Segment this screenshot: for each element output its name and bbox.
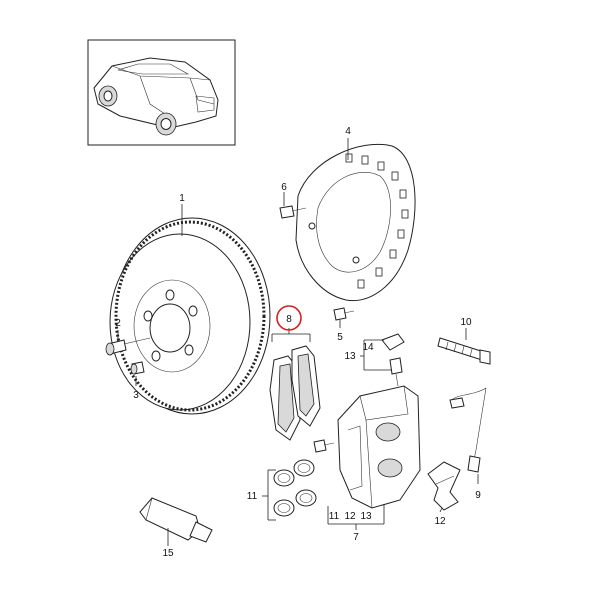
callout-8: 8	[286, 314, 292, 325]
brake-dust-shield	[295, 143, 416, 302]
shield-screw-6	[279, 205, 307, 219]
bleed-valve	[381, 333, 405, 387]
disc-vent-ring	[114, 220, 266, 412]
shield-vent-slots	[345, 153, 409, 289]
callout-5: 5	[337, 332, 343, 343]
callout-2: 2	[115, 318, 121, 329]
grease-tube	[139, 497, 213, 543]
callout-7-sub-13: 13	[360, 511, 372, 522]
highlight-circle	[276, 305, 302, 331]
disc-screw	[105, 337, 151, 356]
wear-sensor	[449, 387, 487, 473]
callout-7: 7	[353, 532, 359, 543]
shield-screw-5	[333, 307, 355, 321]
callout-9: 9	[475, 490, 481, 501]
callout-3: 3	[133, 390, 139, 401]
wheel-bolt-holes	[143, 289, 198, 362]
caliper-small-screw	[313, 439, 335, 453]
callout-6: 6	[281, 182, 287, 193]
callout-1: 1	[179, 193, 185, 204]
brake-pad-set	[269, 345, 321, 441]
callout-labels: 1 2 3 4 5 6 7 8 9 10 11 12 13 14 15 11 1…	[115, 126, 481, 559]
locating-pin	[130, 361, 145, 375]
callout-7-sub-12: 12	[344, 511, 356, 522]
vehicle-thumbnail	[87, 39, 236, 146]
brake-caliper	[337, 385, 421, 509]
suv-illustration	[93, 57, 219, 136]
caliper-bolt	[437, 337, 491, 365]
callout-10: 10	[460, 317, 472, 328]
callout-12: 12	[434, 516, 446, 527]
brake-disc	[109, 217, 271, 415]
callout-13: 13	[344, 351, 356, 362]
leader-lines	[117, 138, 479, 546]
callout-4: 4	[345, 126, 351, 137]
callout-14: 14	[362, 342, 374, 353]
piston-seals	[273, 459, 317, 517]
pad-spring-clip	[427, 461, 461, 511]
callout-15: 15	[162, 548, 174, 559]
callout-7-sub-11: 11	[329, 511, 340, 522]
callout-11: 11	[247, 491, 258, 502]
